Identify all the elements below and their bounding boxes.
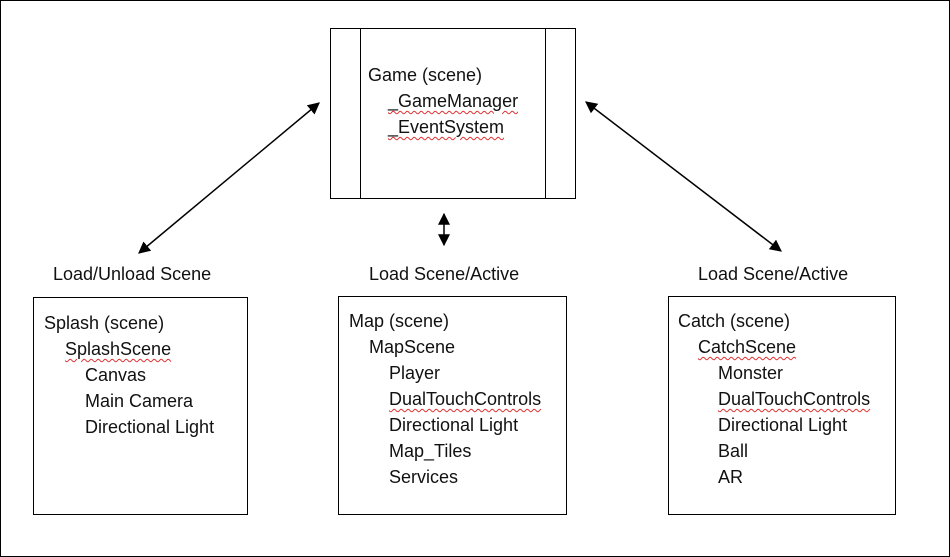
catch-scene-root: CatchScene — [698, 334, 796, 360]
splash-scene-root: SplashScene — [65, 336, 171, 362]
catch-scene-root-label: CatchScene — [698, 337, 797, 357]
catch-child-label: DualTouchControls — [718, 389, 871, 409]
caption-left: Load/Unload Scene — [53, 264, 212, 284]
catch-child-item: Monster — [718, 363, 784, 383]
game-child-item: _GameManager — [388, 88, 518, 114]
map-child-item: DualTouchControls — [389, 386, 541, 412]
catch-scene-box: Catch (scene) CatchScene Monster DualTou… — [668, 296, 896, 515]
caption-right: Load Scene/Active — [698, 264, 849, 284]
map-child-item: Services — [389, 467, 459, 487]
map-scene-box: Map (scene) MapScene Player DualTouchCon… — [338, 296, 567, 515]
splash-child-item: Main Camera — [85, 391, 194, 411]
map-scene-title: Map (scene) — [349, 311, 450, 331]
caption-center: Load Scene/Active — [369, 264, 520, 284]
game-scene-box: Game (scene) _GameManager _EventSystem — [330, 28, 576, 199]
game-child-item: _EventSystem — [388, 114, 504, 140]
splash-scene-root-label: SplashScene — [65, 339, 172, 359]
game-box-left-bar — [360, 29, 361, 198]
game-child-label: _EventSystem — [388, 117, 505, 137]
catch-child-item: Directional Light — [718, 415, 848, 435]
map-child-label: DualTouchControls — [389, 389, 542, 409]
left-double-arrow — [138, 102, 320, 254]
catch-child-item: Ball — [718, 441, 749, 461]
splash-child-item: Canvas — [85, 365, 147, 385]
splash-child-item: Directional Light — [85, 417, 215, 437]
catch-scene-title: Catch (scene) — [678, 311, 791, 331]
catch-child-item: AR — [718, 467, 744, 487]
splash-scene-box: Splash (scene) SplashScene Canvas Main C… — [33, 297, 248, 515]
map-child-item: Map_Tiles — [389, 441, 472, 461]
map-child-item: Directional Light — [389, 415, 519, 435]
game-child-label: _GameManager — [388, 91, 519, 111]
right-double-arrow — [585, 101, 782, 252]
map-child-item: Player — [389, 363, 441, 383]
game-scene-title: Game (scene) — [368, 65, 483, 85]
map-scene-root: MapScene — [369, 337, 456, 357]
splash-scene-title: Splash (scene) — [44, 313, 165, 333]
catch-child-item: DualTouchControls — [718, 386, 870, 412]
game-box-right-bar — [545, 29, 546, 198]
